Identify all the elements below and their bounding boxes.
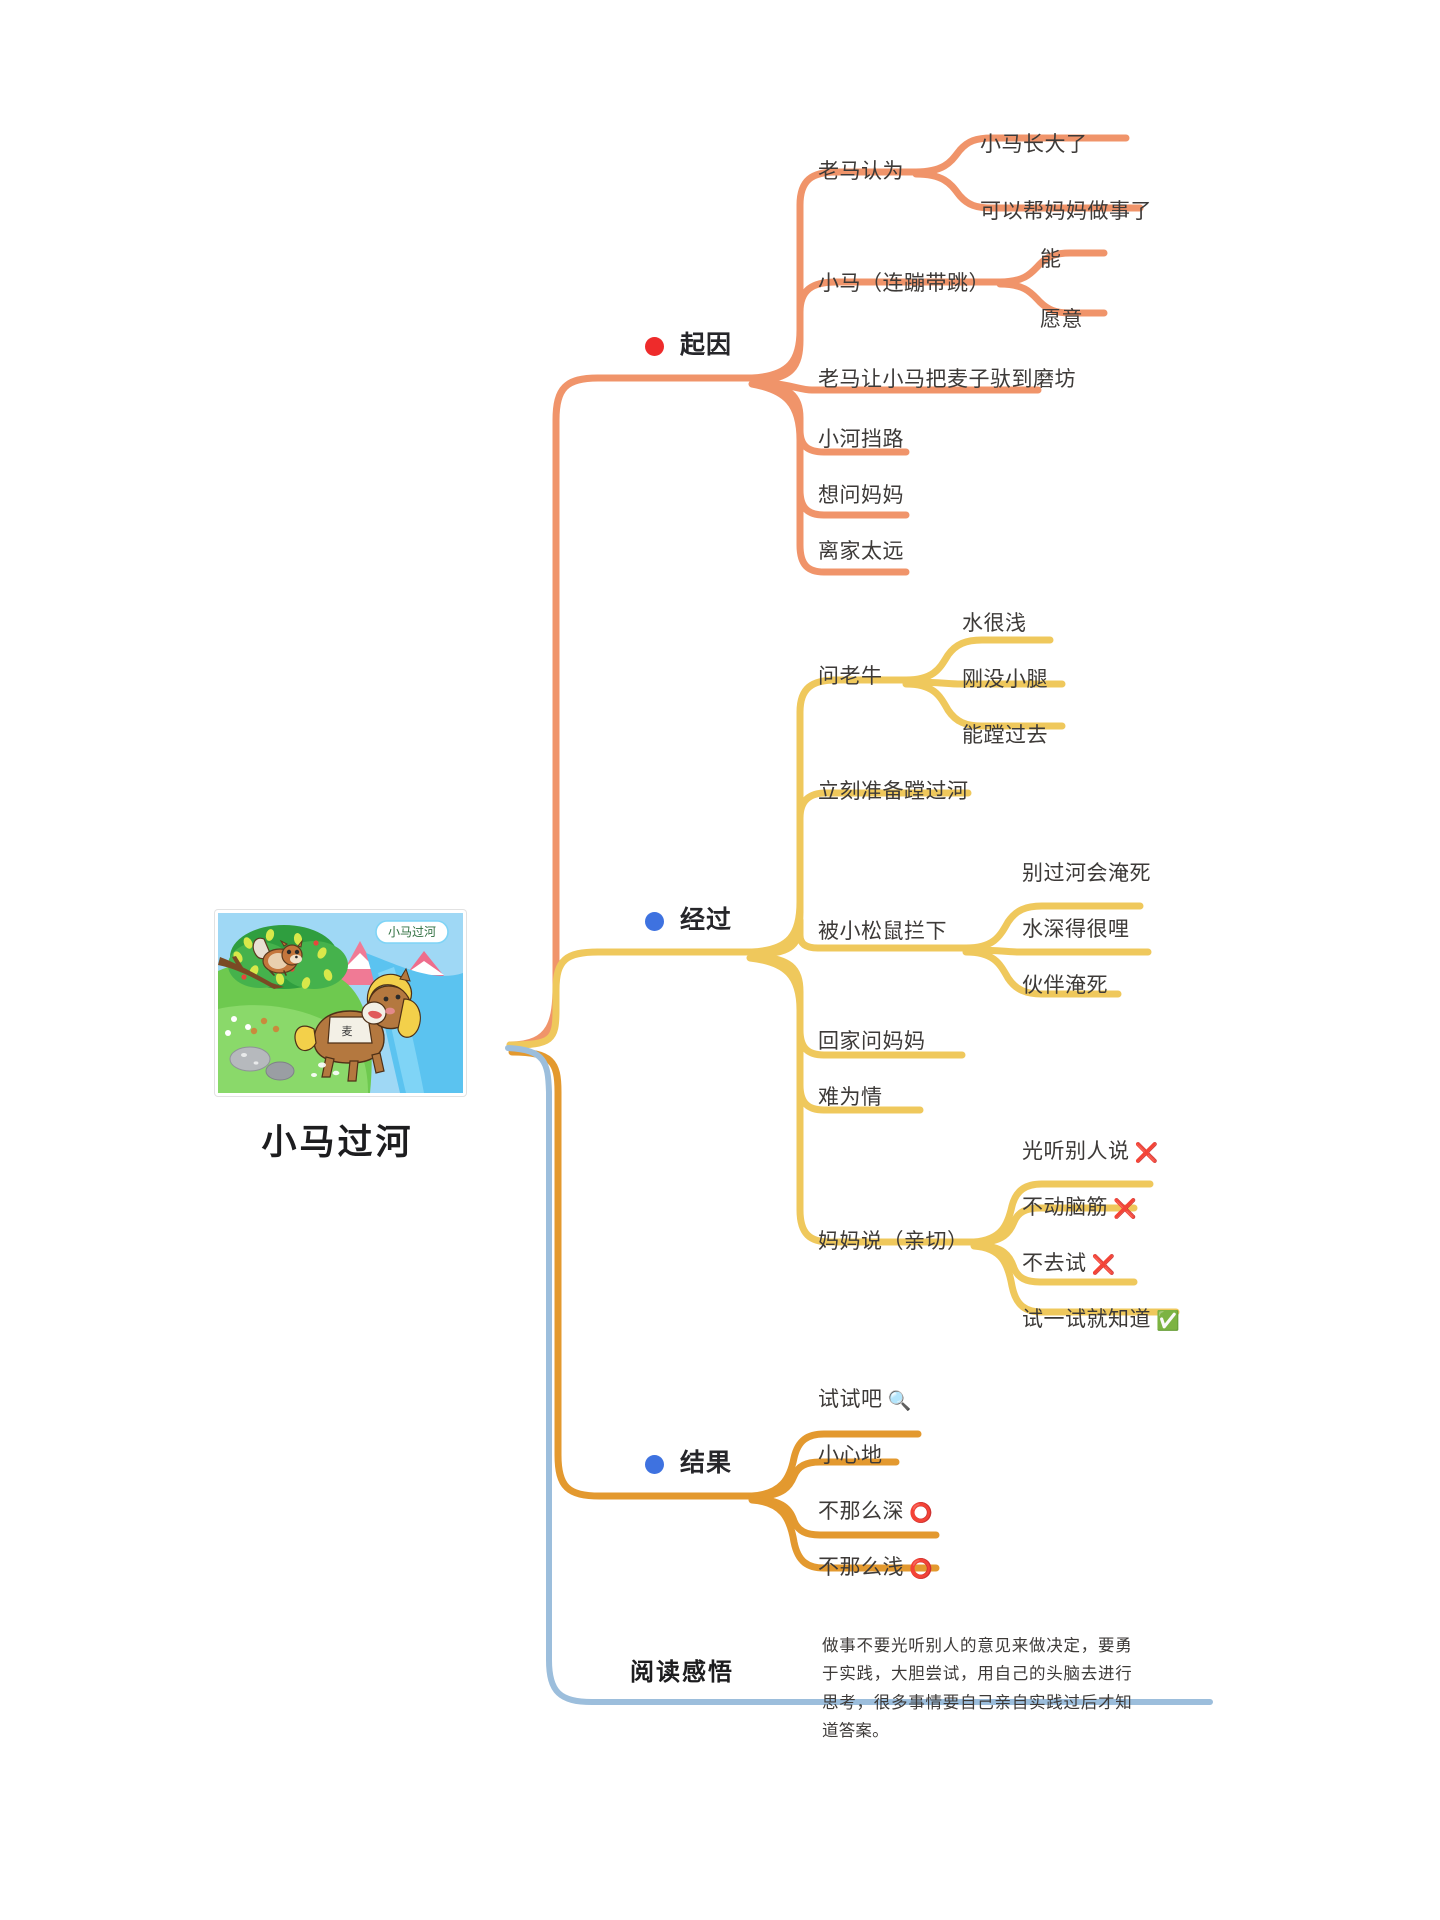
node-process-stopped-by-squirrel[interactable]: 被小松鼠拦下 bbox=[818, 920, 947, 943]
node-process-can-wade[interactable]: 能蹚过去 bbox=[962, 724, 1048, 747]
heavy-large-circle-icon: ⭕ bbox=[909, 1503, 934, 1524]
node-result-not-so-deep[interactable]: 不那么深⭕ bbox=[818, 1500, 933, 1525]
node-process-no-thinking[interactable]: 不动脑筋❌ bbox=[1022, 1196, 1137, 1221]
svg-text:麦: 麦 bbox=[342, 1025, 353, 1038]
node-process-water-shallow[interactable]: 水很浅 bbox=[962, 612, 1027, 635]
bullet-cause bbox=[645, 337, 664, 356]
node-cause-carry-wheat[interactable]: 老马让小马把麦子驮到磨坊 bbox=[818, 368, 1076, 391]
cross-mark-icon: ❌ bbox=[1134, 1143, 1159, 1164]
section-label-process[interactable]: 经过 bbox=[680, 906, 733, 934]
check-mark-button-icon: ✅ bbox=[1156, 1311, 1181, 1332]
node-text: 不那么深 bbox=[818, 1500, 904, 1523]
node-cause-ask-mother[interactable]: 想问妈妈 bbox=[818, 484, 904, 507]
node-text: 不动脑筋 bbox=[1022, 1196, 1108, 1219]
node-process-mother-says[interactable]: 妈妈说（亲切） bbox=[818, 1230, 969, 1253]
node-cause-river-blocks[interactable]: 小河挡路 bbox=[818, 428, 904, 451]
insight-title: 阅读感悟 bbox=[630, 1659, 734, 1686]
node-process-will-drown[interactable]: 别过河会淹死 bbox=[1022, 862, 1151, 885]
node-process-only-listen[interactable]: 光听别人说❌ bbox=[1022, 1140, 1159, 1165]
node-cause-help-mother[interactable]: 可以帮妈妈做事了 bbox=[980, 200, 1152, 223]
node-process-ask-ox[interactable]: 问老牛 bbox=[818, 665, 883, 688]
node-text: 试试吧 bbox=[818, 1388, 883, 1411]
node-process-embarrassed[interactable]: 难为情 bbox=[818, 1086, 883, 1109]
node-result-try-it[interactable]: 试试吧🔍 bbox=[818, 1388, 912, 1413]
illustration-svg: 麦 bbox=[218, 913, 463, 1093]
node-cause-neng[interactable]: 能 bbox=[1040, 248, 1062, 271]
cross-mark-icon: ❌ bbox=[1113, 1199, 1138, 1220]
illustration-badge-text: 小马过河 bbox=[388, 925, 436, 939]
node-result-carefully[interactable]: 小心地 bbox=[818, 1444, 883, 1467]
root-title: 小马过河 bbox=[261, 1123, 414, 1162]
node-cause-xiaoma-grown[interactable]: 小马长大了 bbox=[980, 133, 1088, 156]
node-process-not-trying[interactable]: 不去试❌ bbox=[1022, 1252, 1116, 1277]
node-cause-laoma-renwei[interactable]: 老马认为 bbox=[818, 160, 904, 183]
bullet-result bbox=[645, 1455, 664, 1474]
node-process-go-home-ask-mother[interactable]: 回家问妈妈 bbox=[818, 1030, 926, 1053]
story-illustration: 麦 bbox=[215, 910, 466, 1096]
node-process-friend-drowned[interactable]: 伙伴淹死 bbox=[1022, 974, 1108, 997]
node-process-prepare-wade[interactable]: 立刻准备蹚过河 bbox=[818, 780, 969, 803]
cross-mark-icon: ❌ bbox=[1091, 1255, 1116, 1276]
magnifying-glass-icon: 🔍 bbox=[887, 1391, 912, 1412]
insight-body: 做事不要光听别人的意见来做决定，要勇于实践，大胆尝试，用自己的头脑去进行思考，很… bbox=[822, 1637, 1132, 1741]
root-node[interactable]: 麦 bbox=[215, 910, 466, 1165]
section-label-result[interactable]: 结果 bbox=[680, 1449, 733, 1477]
node-process-just-calf-deep[interactable]: 刚没小腿 bbox=[962, 668, 1048, 691]
node-cause-far-from-home[interactable]: 离家太远 bbox=[818, 540, 904, 563]
node-process-water-deep[interactable]: 水深得很哩 bbox=[1022, 918, 1130, 941]
node-text: 光听别人说 bbox=[1022, 1140, 1130, 1163]
bullet-process bbox=[645, 912, 664, 931]
section-label-cause[interactable]: 起因 bbox=[680, 331, 733, 359]
heavy-large-circle-icon: ⭕ bbox=[909, 1559, 934, 1580]
node-process-try-and-know[interactable]: 试一试就知道✅ bbox=[1022, 1308, 1180, 1333]
node-text: 不去试 bbox=[1022, 1252, 1087, 1275]
node-cause-xiaoma-jumping[interactable]: 小马（连蹦带跳） bbox=[818, 272, 990, 295]
node-cause-yuanyi[interactable]: 愿意 bbox=[1040, 308, 1083, 331]
node-text: 试一试就知道 bbox=[1022, 1308, 1151, 1331]
node-text: 不那么浅 bbox=[818, 1556, 904, 1579]
node-result-not-so-shallow[interactable]: 不那么浅⭕ bbox=[818, 1556, 933, 1581]
